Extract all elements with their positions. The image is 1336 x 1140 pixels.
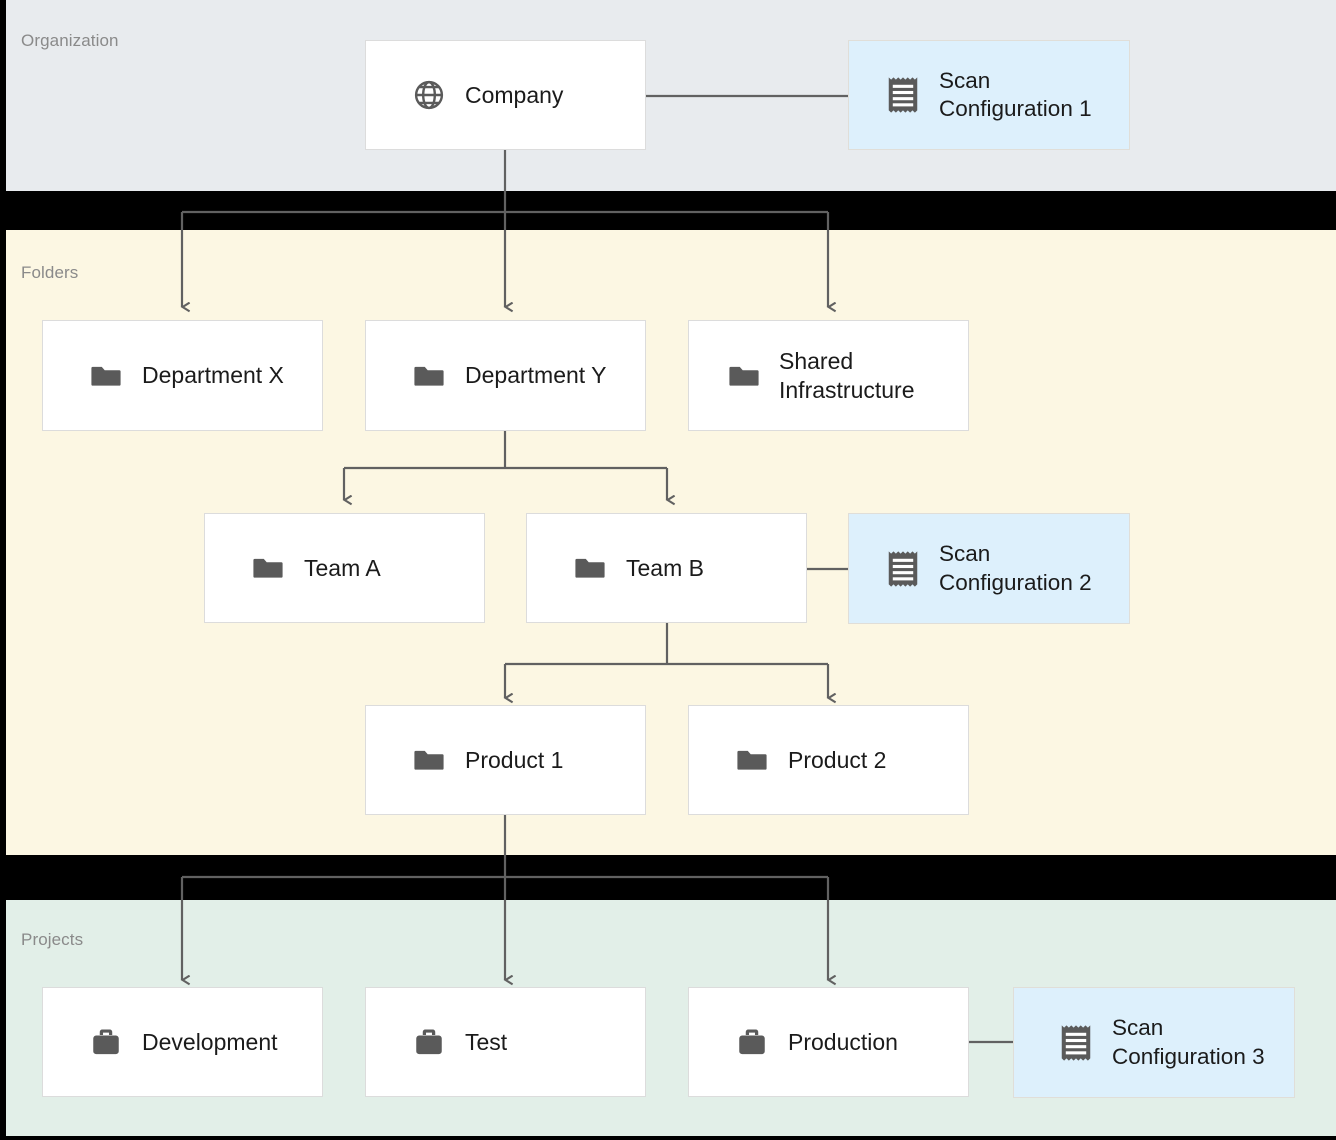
node-product-2[interactable]: Product 2 xyxy=(688,705,969,815)
node-label: Test xyxy=(465,1028,508,1055)
node-label: Department Y xyxy=(465,362,607,389)
node-department-x[interactable]: Department X xyxy=(42,320,323,431)
node-company[interactable]: Company xyxy=(365,40,646,150)
node-label: Team B xyxy=(626,554,704,581)
node-development[interactable]: Development xyxy=(42,987,323,1097)
node-label: Team A xyxy=(304,554,381,581)
node-test[interactable]: Test xyxy=(365,987,646,1097)
node-product-1[interactable]: Product 1 xyxy=(365,705,646,815)
band-organization xyxy=(6,0,1336,191)
node-label: Scan Configuration 3 xyxy=(1112,1015,1265,1069)
node-label: Development xyxy=(142,1028,278,1055)
receipt-icon xyxy=(1061,1024,1091,1061)
receipt-icon xyxy=(888,77,918,113)
band-label-organization: Organization xyxy=(21,31,119,50)
folder-icon xyxy=(91,366,121,386)
node-label: Product 1 xyxy=(465,746,564,773)
node-label: Scan Configuration 2 xyxy=(939,541,1092,595)
folder-icon xyxy=(253,558,283,578)
node-scan-configuration-3[interactable]: Scan Configuration 3 xyxy=(1013,987,1295,1098)
band-label-folders: Folders xyxy=(21,263,79,282)
node-label: Department X xyxy=(142,362,284,389)
node-label: Production xyxy=(788,1028,898,1055)
folder-icon xyxy=(729,366,759,386)
briefcase-icon xyxy=(416,1029,442,1055)
folder-icon xyxy=(414,750,444,770)
node-team-b[interactable]: Team B xyxy=(526,513,807,623)
briefcase-icon xyxy=(739,1029,765,1055)
node-department-y[interactable]: Department Y xyxy=(365,320,646,431)
folder-icon xyxy=(414,366,444,386)
node-label: Scan Configuration 1 xyxy=(939,67,1092,121)
folder-icon xyxy=(737,750,767,770)
band-label-projects: Projects xyxy=(21,930,84,949)
node-production[interactable]: Production xyxy=(688,987,969,1097)
globe-icon xyxy=(414,80,444,110)
node-shared-infrastructure[interactable]: Shared Infrastructure xyxy=(688,320,969,431)
node-label: Product 2 xyxy=(788,746,887,773)
briefcase-icon xyxy=(93,1029,119,1055)
node-team-a[interactable]: Team A xyxy=(204,513,485,623)
node-label: Company xyxy=(465,81,564,108)
receipt-icon xyxy=(888,550,918,587)
node-scan-configuration-1[interactable]: Scan Configuration 1 xyxy=(848,40,1130,150)
folder-icon xyxy=(575,558,605,578)
node-label: Shared Infrastructure xyxy=(779,347,915,403)
node-scan-configuration-2[interactable]: Scan Configuration 2 xyxy=(848,513,1130,624)
